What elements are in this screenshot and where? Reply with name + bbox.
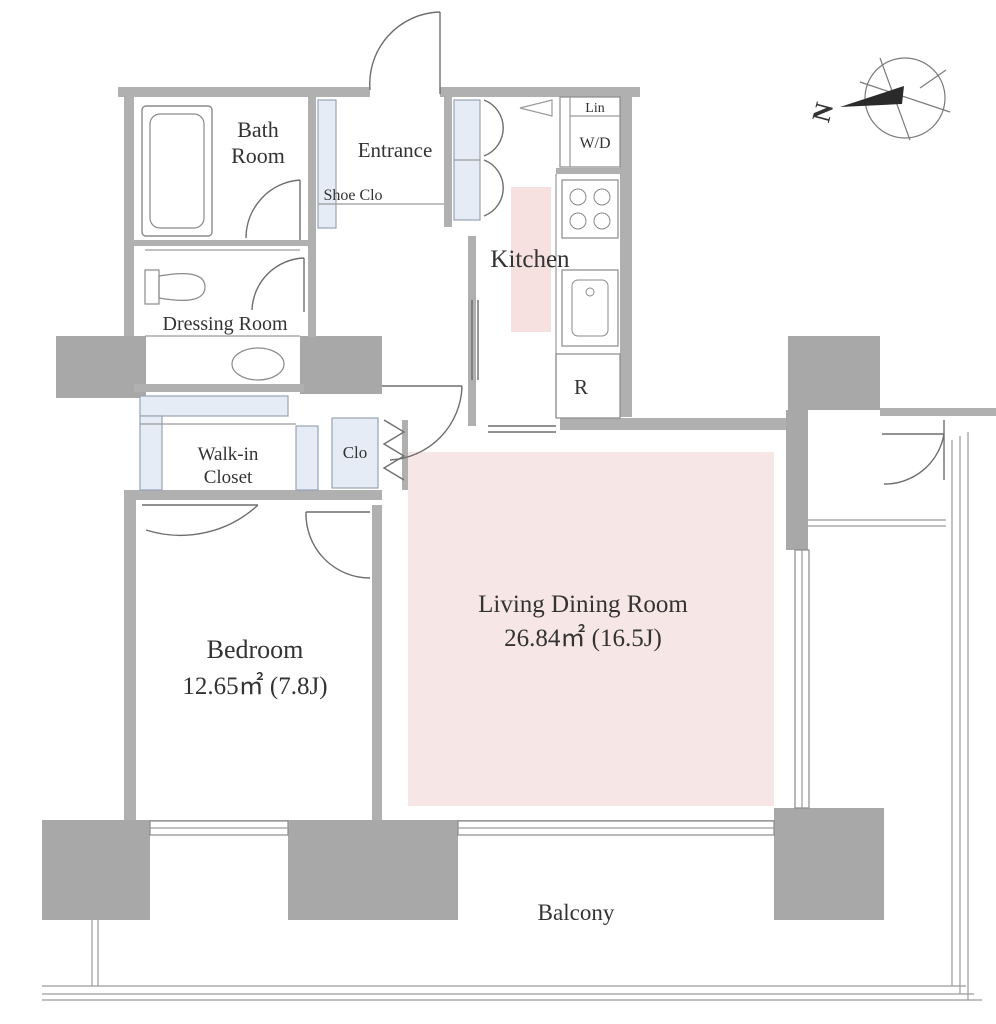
shoe-closet-panel: [317, 99, 337, 229]
washer-dryer-label: W/D: [579, 135, 610, 152]
bath-room-label-1: Bath: [237, 117, 279, 142]
linen-label: Lin: [585, 101, 604, 116]
living-dining-highlight: [408, 452, 774, 806]
living-dining-area: 26.84㎡ (16.5J): [504, 624, 662, 652]
laundry-area: [519, 96, 621, 168]
walk-in-shelf-left: [139, 415, 163, 491]
shoe-closet-label: Shoe Clo: [323, 187, 382, 204]
living-dining-name: Living Dining Room: [478, 591, 688, 618]
compass-north-label: N: [806, 99, 839, 125]
refrigerator-label: R: [574, 375, 588, 399]
closet-shelf: [331, 417, 379, 489]
washbasin: [231, 347, 285, 381]
entrance-label: Entrance: [358, 138, 433, 162]
bath-room-label-2: Room: [231, 143, 285, 168]
doors: [142, 11, 945, 579]
closet-label: Clo: [343, 443, 368, 462]
walls: [42, 87, 996, 920]
walk-in-closet-label-2: Closet: [204, 467, 253, 488]
stove: [561, 179, 619, 239]
compass: [840, 57, 951, 141]
bedroom-name: Bedroom: [207, 635, 304, 664]
refrigerator-space: [555, 353, 621, 419]
kitchen-counter-highlight: [511, 187, 551, 332]
windows: [149, 549, 810, 836]
dressing-room-label: Dressing Room: [163, 313, 288, 335]
bathtub: [141, 105, 213, 237]
walk-in-shelf-top: [139, 395, 289, 417]
bedroom-area: 12.65㎡ (7.8J): [182, 672, 327, 700]
toilet: [144, 269, 206, 305]
balcony-railing: [42, 432, 982, 1001]
kitchen-sink: [561, 269, 619, 347]
walk-in-shelf-right: [295, 425, 319, 491]
walk-in-closet-label-1: Walk-in: [198, 444, 259, 465]
kitchen-label: Kitchen: [490, 246, 570, 273]
balcony-label: Balcony: [538, 900, 615, 925]
